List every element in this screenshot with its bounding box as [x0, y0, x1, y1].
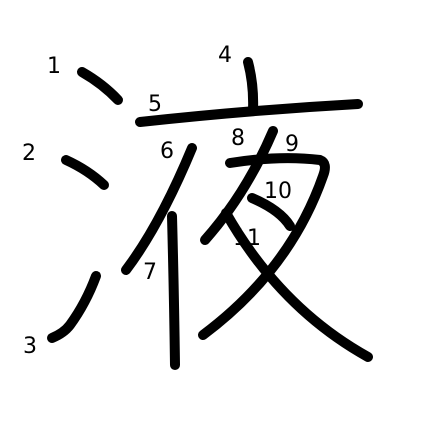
stroke-3: [47, 271, 101, 343]
stroke-number-5: 5: [148, 92, 162, 117]
stroke-1: [77, 67, 123, 105]
stroke-2: [61, 155, 109, 190]
stroke-7: [167, 211, 180, 370]
stroke-number-3: 3: [23, 334, 37, 359]
stroke-9: [198, 153, 330, 340]
stroke-number-2: 2: [22, 141, 36, 166]
stroke-number-7: 7: [143, 260, 157, 285]
stroke-number-6: 6: [160, 139, 174, 164]
stroke-10: [247, 193, 295, 231]
stroke-number-8: 8: [231, 126, 245, 151]
stroke-8: [200, 126, 278, 245]
stroke-number-4: 4: [218, 43, 232, 68]
stroke-number-11: 11: [233, 226, 261, 251]
stroke-number-9: 9: [285, 132, 299, 157]
stroke-4: [243, 57, 259, 115]
stroke-5: [135, 99, 363, 127]
stroke-11: [221, 208, 373, 362]
stroke-number-10: 10: [264, 179, 292, 204]
stroke-6: [121, 143, 197, 275]
stroke-number-1: 1: [47, 54, 61, 79]
